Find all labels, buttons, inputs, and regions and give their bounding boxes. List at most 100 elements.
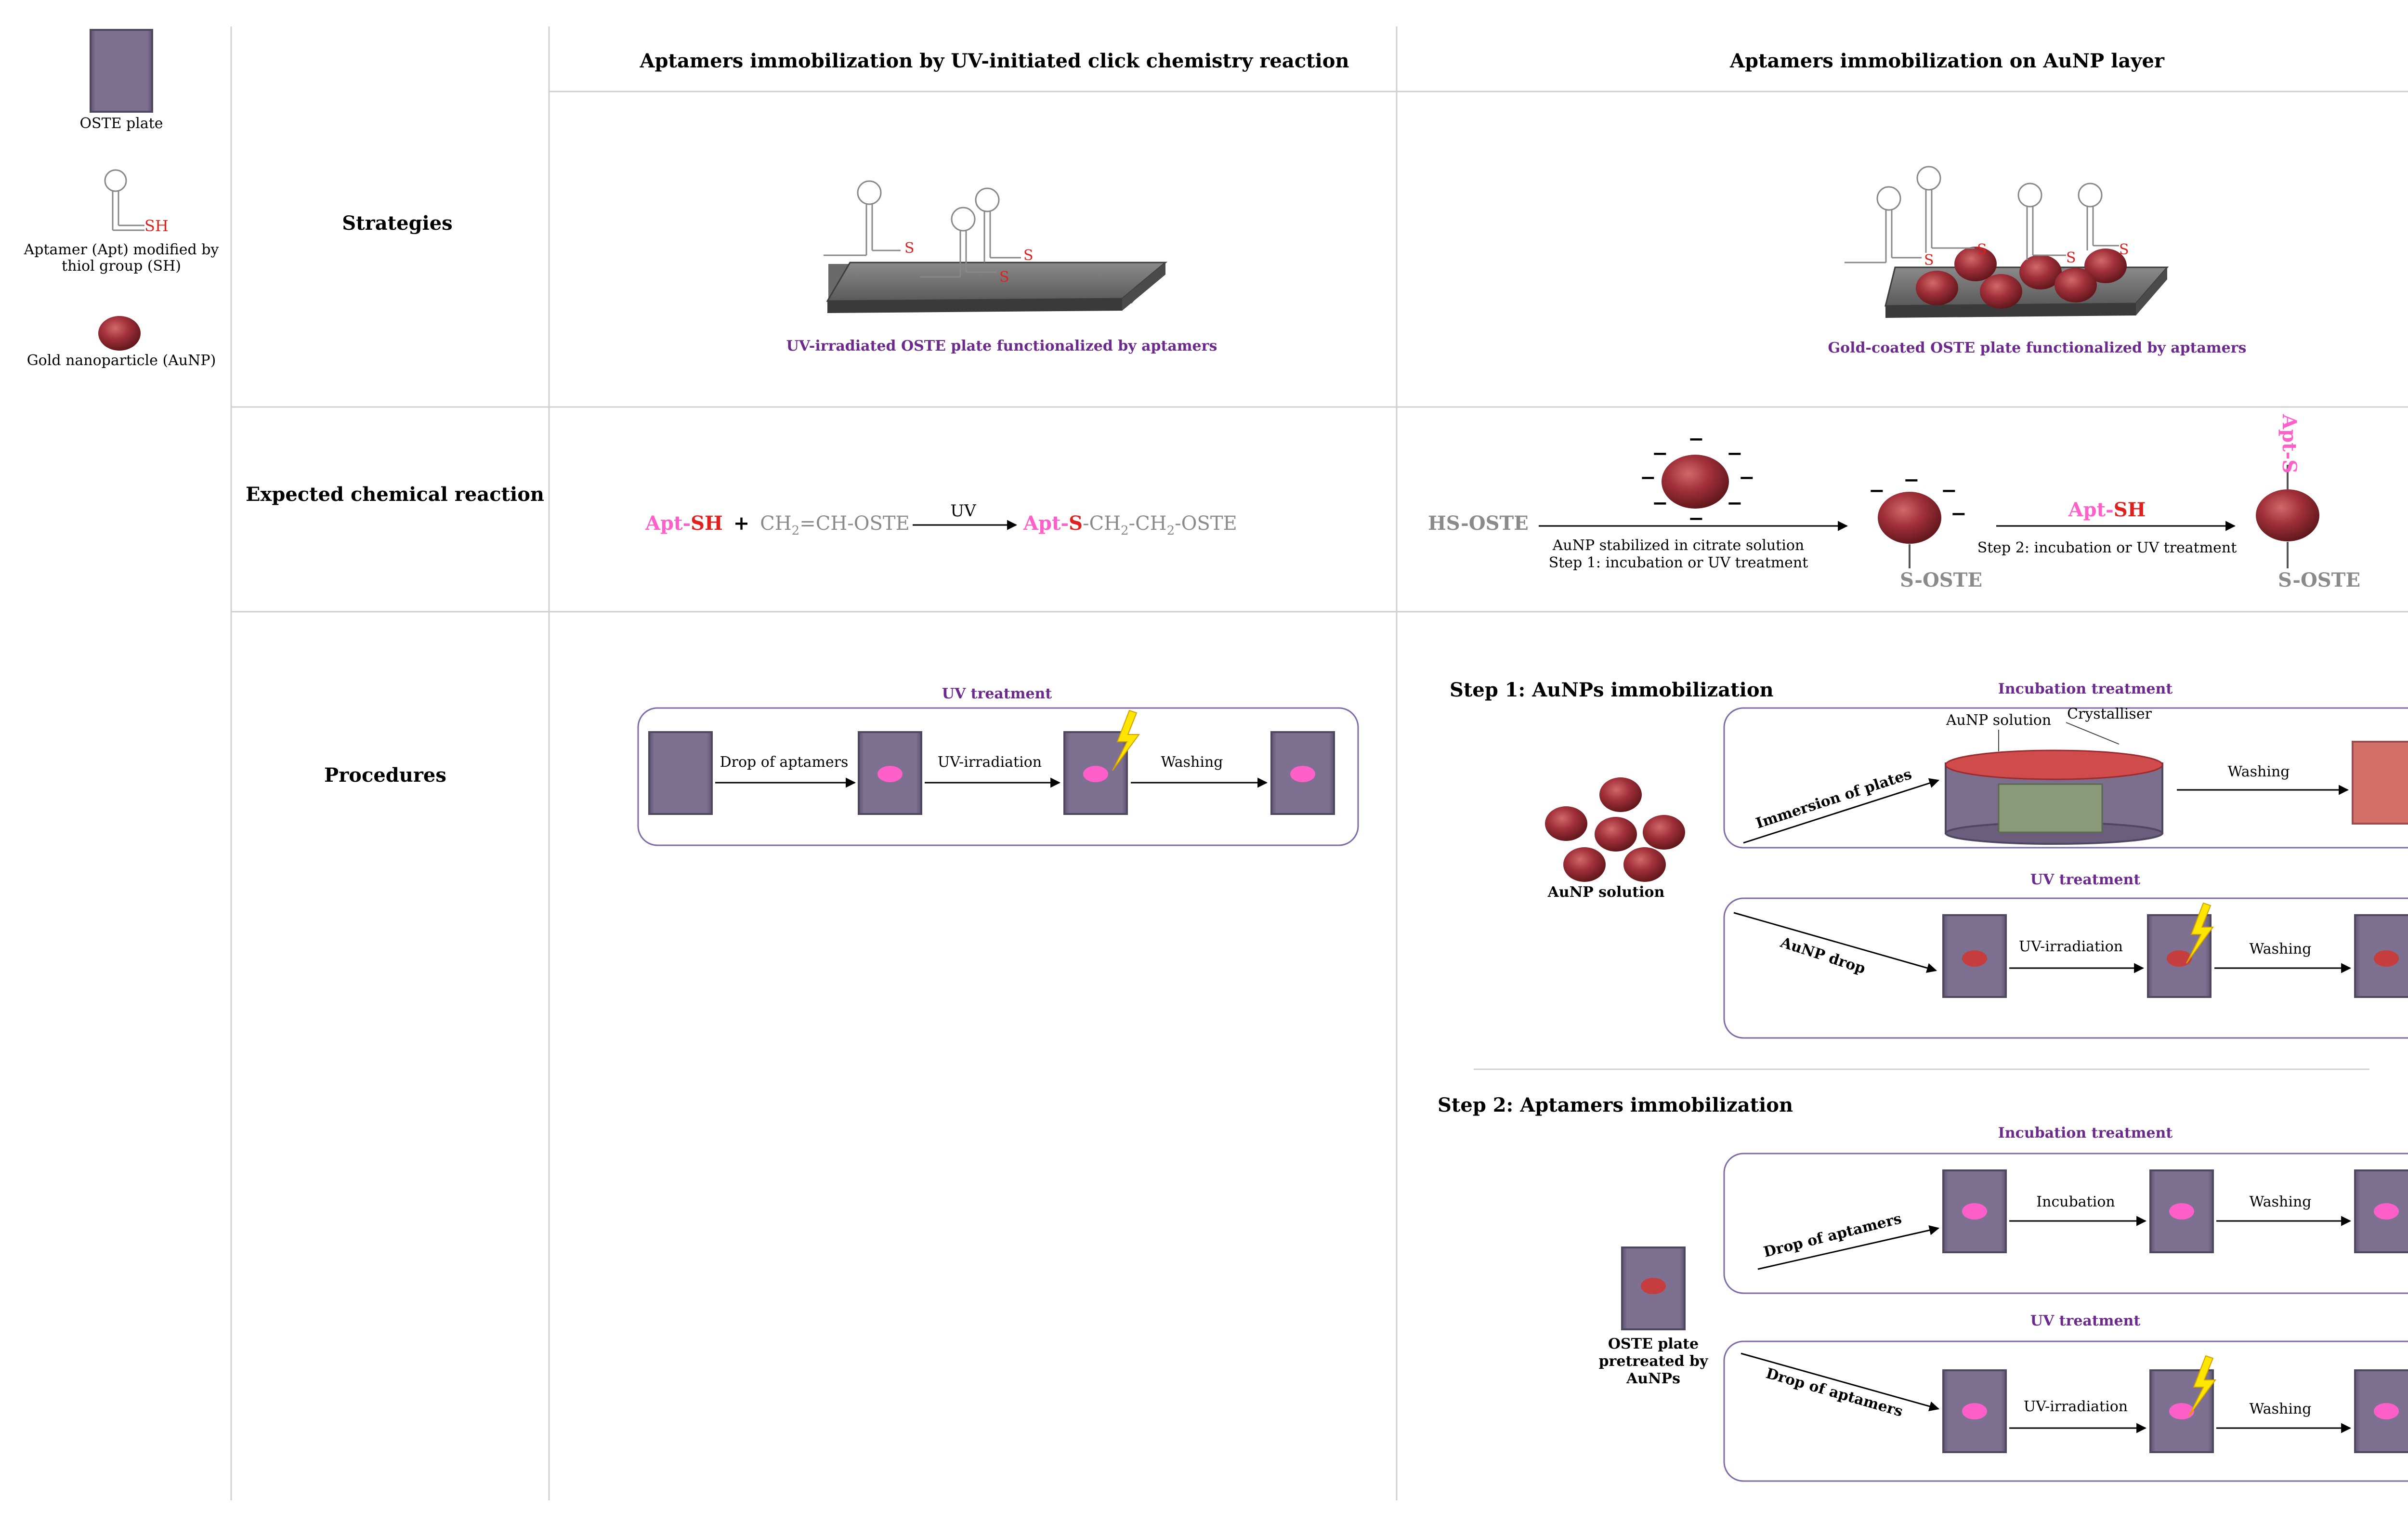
reaction-au-step1-label: Step 1: incubation or UV treatment <box>1549 554 1808 571</box>
charge-c3: − <box>1727 442 1743 465</box>
strategy-uv-s3: S <box>999 269 1009 286</box>
proc-inc2-drop-2 <box>2169 1203 2194 1220</box>
strategy-gold-caption: Gold-coated OSTE plate functionalized by… <box>1828 340 2247 356</box>
proc-aunp-solution-caption: AuNP solution <box>1547 884 1665 901</box>
strategy-gold-nanoparticles <box>1916 247 2127 309</box>
reaction-au-step2-label: Step 2: incubation or UV treatment <box>1977 539 2237 556</box>
legend-aunp-label: Gold nanoparticle (AuNP) <box>27 352 216 369</box>
strategy-gold-s2: S <box>2066 249 2076 266</box>
reaction-uv-product-sub2a: 2 <box>1121 524 1129 538</box>
reaction-uv-sh: SH <box>691 512 723 535</box>
proc-uv2-plates <box>1942 902 2408 998</box>
proc-uv2-drop-2 <box>2167 950 2192 967</box>
proc-uv-label-irradiation: UV-irradiation <box>938 754 1042 771</box>
proc-uv-lightning-icon <box>1112 709 1140 771</box>
proc-step2-drop-label: Drop of aptamers <box>1762 1210 1903 1261</box>
reaction-au-arrow2-sh: SH <box>2114 499 2146 521</box>
reaction-uv-product-dash: - <box>1060 512 1069 535</box>
proc-uv-title: UV treatment <box>942 685 1052 702</box>
charge-c1: − <box>1688 428 1704 450</box>
legend-aptamer-label-2: thiol group (SH) <box>62 258 181 275</box>
proc-incubation-title-1: Incubation treatment <box>1998 681 2173 697</box>
legend-plate-icon <box>90 29 153 113</box>
proc-uv-plates <box>648 709 1335 815</box>
legend-aptamer-icon <box>104 169 144 231</box>
proc-inc2-plate-2 <box>2149 1169 2214 1253</box>
proc-inc2-drop-3 <box>2374 1203 2399 1220</box>
reaction-uv-product: Apt-S-CH2-CH2-OSTE <box>1023 512 1237 538</box>
proc-incubation-result-plate <box>2352 741 2408 825</box>
proc-inc2-plates <box>1942 1169 2408 1253</box>
strategy-gold-aptamers <box>1845 166 2119 263</box>
proc-uv3-lightning-icon <box>2188 1355 2216 1417</box>
proc-uv-drop-2 <box>877 766 903 782</box>
reaction-au-citrate-np <box>1662 455 1729 509</box>
proc-crystalliser-solution <box>1945 749 2163 780</box>
reaction-uv-sub2: 2 <box>792 524 800 538</box>
proc-step2-drop-arrow <box>1757 1225 1940 1270</box>
reaction-uv-product-s: S <box>1069 512 1083 535</box>
proc-uv-label-drop: Drop of aptamers <box>720 754 849 771</box>
proc-uv-box <box>637 707 1359 846</box>
proc-crystalliser-pointer <box>2066 722 2120 745</box>
reaction-au-citrate-charges: − − − − − − − − <box>1640 428 1755 530</box>
reaction-au-arrow2-dash: - <box>2106 499 2114 521</box>
strategy-uv-s2: S <box>1023 247 1034 264</box>
proc-aunp-solution-label: AuNP solution <box>1946 712 2051 729</box>
reaction-au-mid-charges: − − − − <box>1869 469 1967 525</box>
proc-incubation-title-2: Incubation treatment <box>1998 1125 2173 1142</box>
reaction-uv-equation: Apt-SH + CH2=CH-OSTE <box>645 512 910 538</box>
proc-step2-title: Step 2: Aptamers immobilization <box>1438 1094 1793 1116</box>
legend-aptamer-label-1: Aptamer (Apt) modified by <box>24 241 219 258</box>
proc-incubation-box-2 <box>1723 1153 2408 1294</box>
proc-uv3-label-washing: Washing <box>2250 1401 2312 1417</box>
charge-c4: − <box>1640 466 1656 489</box>
strategy-gold-s3: S <box>2119 241 2129 258</box>
proc-uv-box-2 <box>1723 897 2408 1039</box>
proc-aunp-drop-arrow <box>1733 912 1937 973</box>
reaction-uv-product-ch2a: -CH <box>1083 512 1121 535</box>
strategy-uv-s1: S <box>904 240 915 257</box>
strategy-uv-aptamers <box>824 180 1021 278</box>
proc-uv2-label-irradiation: UV-irradiation <box>2019 938 2123 955</box>
proc-inc2-drop-1 <box>1962 1203 1987 1220</box>
proc-uv3-plates <box>1942 1355 2408 1453</box>
proc-pretreated-label-3: AuNPs <box>1626 1370 1680 1387</box>
reaction-au-arrow2-apt: Apt <box>2068 499 2106 521</box>
proc-pretreated-label-2: pretreated by <box>1599 1353 1709 1370</box>
proc-aunp-cluster <box>1545 777 1685 882</box>
row-label-reaction: Expected chemical reaction <box>246 483 544 506</box>
proc-immersion-arrow <box>1743 778 1939 844</box>
proc-uv-title-3: UV treatment <box>2030 1312 2141 1329</box>
proc-uv2-label-washing: Washing <box>2250 941 2312 958</box>
reaction-au-arrow2-reagent: Apt-SH <box>2068 499 2146 521</box>
proc-pretreated-drop <box>1641 1278 1666 1294</box>
reaction-uv-ene: =CH-OSTE <box>799 512 910 535</box>
proc-uv2-drop-1 <box>1962 950 1987 967</box>
proc-uv-drop-4 <box>1290 766 1315 782</box>
charge-c2: − <box>1652 442 1668 465</box>
proc-incubation-box-1 <box>1723 707 2408 849</box>
proc-uv3-drop-2 <box>2169 1403 2194 1419</box>
charge-c5: − <box>1739 466 1755 489</box>
table-grid <box>230 26 2408 1500</box>
proc-uv3-drop-1 <box>1962 1403 1987 1419</box>
legend-plate-label: OSTE plate <box>79 115 163 132</box>
reaction-uv-plus: + <box>733 512 750 535</box>
proc-inc2-label-incubation: Incubation <box>2036 1194 2115 1210</box>
proc-step1-title: Step 1: AuNPs immobilization <box>1450 679 1774 701</box>
proc-step2-uv-drop-label: Drop of aptamers <box>1764 1365 1905 1420</box>
legend-aunp-icon <box>98 316 141 351</box>
reaction-au-citrate-label: AuNP stabilized in citrate solution <box>1552 537 1804 554</box>
header-col1: Aptamers immobilization by UV-initiated … <box>639 50 1349 72</box>
reaction-uv-dash: - <box>682 512 691 535</box>
reaction-au-apt-s: Apt-S <box>2278 414 2301 473</box>
reaction-uv-ch2: CH <box>760 512 792 535</box>
charge-c6: − <box>1652 492 1668 514</box>
proc-aunp-drop-label: AuNP drop <box>1778 934 1868 977</box>
legend: OSTE plate SH Aptamer (Apt) modified by … <box>24 29 219 369</box>
proc-uv-box-3 <box>1723 1340 2408 1482</box>
proc-uv3-drop-3 <box>2374 1403 2399 1419</box>
proc-pretreated-label-1: OSTE plate <box>1608 1336 1699 1352</box>
